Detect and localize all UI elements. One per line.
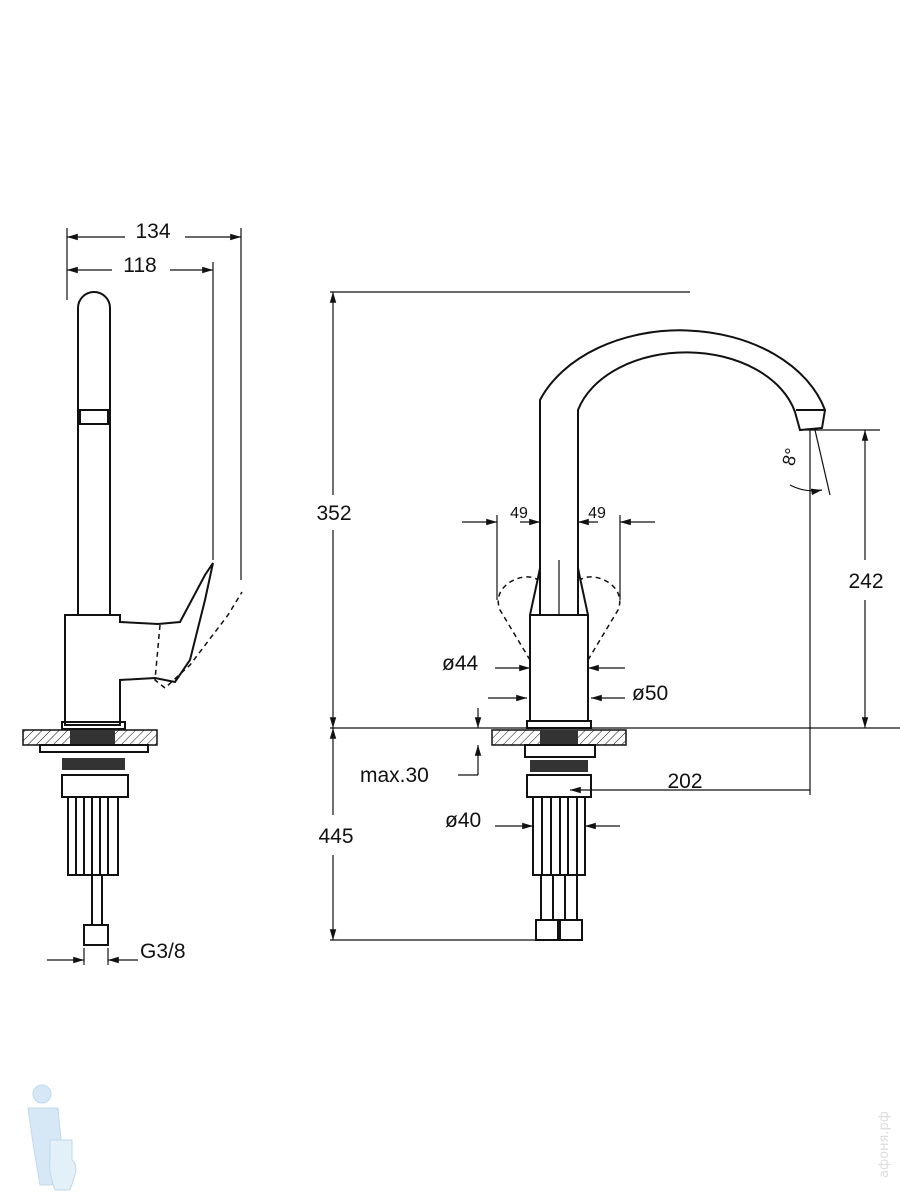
threaded-shank <box>67 796 119 876</box>
hose-fitting <box>83 924 109 946</box>
dim-connection-thread: G3/8 <box>140 940 186 963</box>
dim-lever-right: 49 <box>588 505 606 522</box>
dim-side-width-spout: 118 <box>123 254 156 277</box>
aerator-slot <box>79 409 109 425</box>
dim-spout-reach: 202 <box>667 770 702 793</box>
dim-side-width-total: 134 <box>135 220 170 243</box>
side-body-lever <box>64 562 214 726</box>
dim-angle: 8° <box>778 446 802 468</box>
plumber-mascot-logo <box>27 1084 77 1191</box>
dim-lever-left: 49 <box>510 505 528 522</box>
dim-max-thickness: max.30 <box>360 764 429 787</box>
dim-hole-diameter: ø40 <box>445 809 481 832</box>
hose <box>91 874 103 926</box>
dim-total-height: 352 <box>316 502 351 525</box>
dim-below-counter: 445 <box>318 825 353 848</box>
dim-base-diameter: ø50 <box>632 682 668 705</box>
front-view-faucet <box>491 329 827 941</box>
watermark-text: афоня.рф <box>877 1111 892 1178</box>
side-view-faucet <box>22 291 243 946</box>
dim-spout-height: 242 <box>848 570 883 593</box>
threaded-shank <box>532 796 586 876</box>
dim-body-diameter: ø44 <box>442 652 479 675</box>
